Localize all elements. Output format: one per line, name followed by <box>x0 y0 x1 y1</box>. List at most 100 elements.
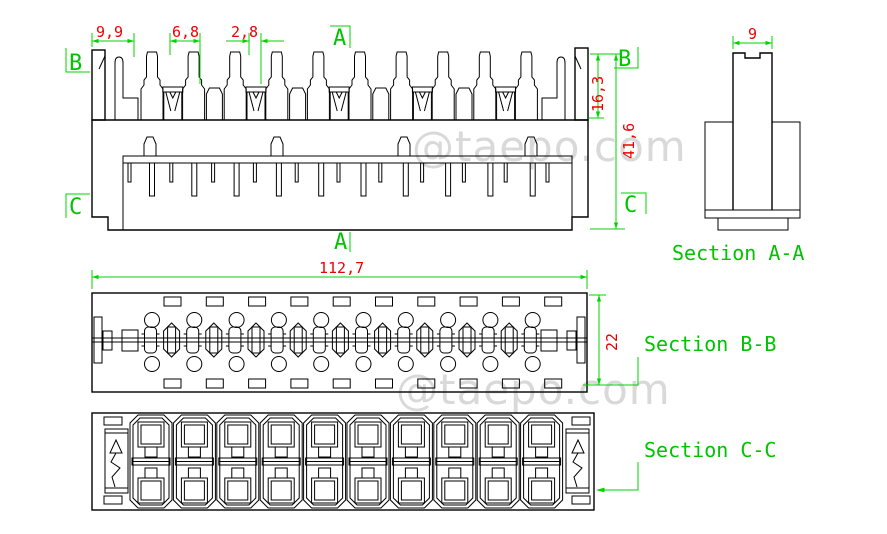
diamond-core <box>167 326 177 354</box>
aa-tower <box>732 52 773 210</box>
cell-top-square <box>311 421 339 448</box>
capsule-ticks <box>479 333 498 347</box>
cell-top-tab <box>535 446 549 458</box>
cell-bottom-tab <box>187 467 201 479</box>
contact-capsule <box>312 326 326 354</box>
diamond-core <box>251 326 261 354</box>
contact-capsule <box>186 326 200 354</box>
wire-hole-top <box>397 312 414 328</box>
bb-left-anchor <box>93 316 103 364</box>
cell-bottom-square-inner <box>314 480 336 501</box>
diamond-core <box>504 326 514 354</box>
bb-pattern-group <box>141 296 563 389</box>
wire-hole-bottom <box>397 356 414 372</box>
bb-right-anchor <box>576 316 586 364</box>
contact-diamond <box>458 322 476 358</box>
lightning-arrow-icon <box>571 438 585 454</box>
contact-capsule <box>439 326 453 354</box>
arrowhead <box>596 295 602 302</box>
cell-bottom-square <box>441 477 469 504</box>
cell-top-square <box>484 421 512 448</box>
contact-diamond <box>205 322 223 358</box>
wire-hole-bottom <box>313 356 330 372</box>
arrowhead <box>242 38 249 44</box>
cell-outer <box>172 414 216 509</box>
cell-top-square <box>528 421 556 448</box>
arrowhead <box>595 54 601 61</box>
vent-slot-top <box>163 296 182 307</box>
contact-pin <box>275 162 282 197</box>
cell-top-tab <box>274 446 288 458</box>
section-cc-label: Section C-C <box>644 438 776 462</box>
chamber-divider <box>294 162 299 183</box>
cell-top-square-inner <box>140 424 162 445</box>
cell-bottom-square <box>137 477 165 504</box>
arrowhead <box>92 274 99 280</box>
arrowhead <box>596 378 602 385</box>
diamond-core <box>293 326 303 354</box>
cell-top-tab <box>318 446 332 458</box>
section-marker-a-top: A <box>333 26 346 51</box>
chamber-divider <box>503 162 508 183</box>
wire-hole-top <box>313 312 330 328</box>
capsule-ticks <box>436 333 455 347</box>
contact-diamond <box>163 322 181 358</box>
cell-bottom-tab <box>535 467 549 479</box>
chamber-divider <box>169 162 174 183</box>
aa-foot-plate <box>717 217 789 231</box>
wire-hole-bottom <box>482 356 499 372</box>
vent-slot-bottom <box>163 378 182 389</box>
cell-inner <box>479 417 517 506</box>
cell-inner <box>349 417 387 506</box>
cell-inner <box>219 417 257 506</box>
vent-slot-bottom <box>332 378 351 389</box>
wire-hole-top <box>524 312 541 328</box>
cell-inner <box>392 417 430 506</box>
cc-left-slot-bands <box>105 432 128 489</box>
rail-bumps-path <box>143 136 538 156</box>
vent-slot-bottom <box>417 378 436 389</box>
section-marker-a-bottom: A <box>334 230 347 255</box>
vent-slot-top <box>544 296 563 307</box>
vent-slot-bottom <box>248 378 267 389</box>
cell-top-square <box>137 421 165 448</box>
contact-pin <box>233 162 240 197</box>
contact-teeth-group <box>114 51 566 197</box>
dim-label-112-7: 112,7 <box>319 259 364 277</box>
cell-bottom-square <box>180 477 208 504</box>
lightning-arrow-icon <box>572 452 583 488</box>
dim-label-9-9: 9,9 <box>96 23 123 41</box>
wire-hole-top <box>270 312 287 328</box>
cell-bottom-square-inner <box>270 480 292 501</box>
arrowhead <box>580 274 587 280</box>
cell-inner <box>306 417 344 506</box>
wire-hole-top <box>440 312 457 328</box>
dim-lines-2-8 <box>226 33 284 84</box>
bb-right-block <box>540 329 558 352</box>
capsule-ticks <box>183 333 202 347</box>
contact-diamond <box>331 322 349 358</box>
bb-center-lines <box>92 337 587 343</box>
cell-inner <box>523 417 561 506</box>
cell-top-tab <box>144 446 158 458</box>
arrowhead <box>613 222 619 229</box>
cell-top-square-inner <box>444 424 466 445</box>
section-marker-c-right: C <box>624 193 637 218</box>
cell-bottom-square <box>311 477 339 504</box>
cell-outer <box>216 414 260 509</box>
chamber-divider <box>252 162 257 183</box>
cc-leader-line <box>604 462 639 491</box>
contact-pin <box>318 162 325 197</box>
vent-slot-bottom <box>375 378 393 389</box>
vent-slot-bottom <box>501 378 520 389</box>
wire-hole-top <box>186 312 203 328</box>
dim-lines-9-9 <box>91 33 135 57</box>
arrowhead <box>613 54 619 61</box>
cell-outer <box>520 414 564 509</box>
wire-hole-top <box>482 312 499 328</box>
wire-hole-top <box>355 312 372 328</box>
inner-walls <box>122 163 573 230</box>
dim-lines-22 <box>583 294 639 386</box>
